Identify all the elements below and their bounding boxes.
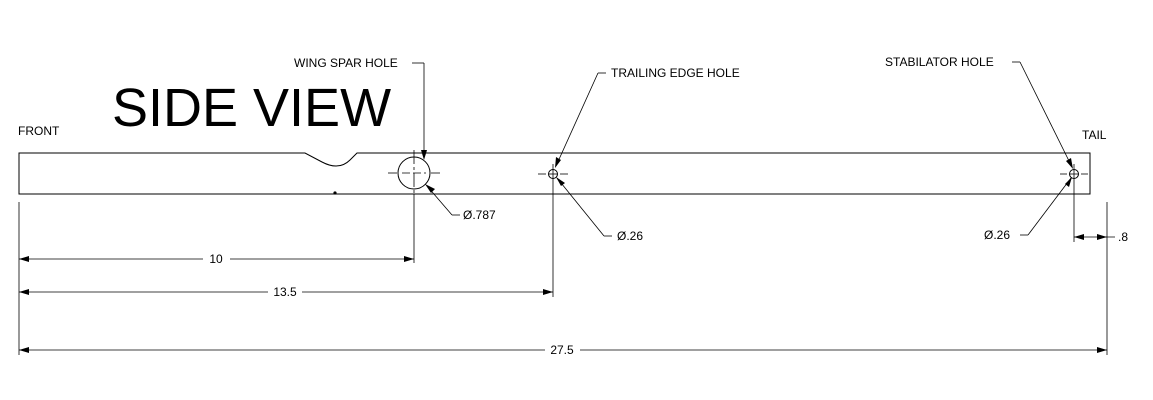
boom-outline [18,152,1091,195]
front-label: FRONT [18,124,60,138]
tail-label: TAIL [1082,128,1107,142]
wing-spar-diameter-leader [425,184,460,216]
wing-spar-diameter: Ø.787 [463,208,496,222]
trailing-edge-hole [538,164,568,184]
dimension-line-10 [19,256,414,262]
stabilator-diameter: Ø.26 [984,228,1010,242]
extension-lines [18,184,1108,355]
stabilator-leader [1012,61,1073,169]
wing-spar-hole [388,150,440,196]
dimension-27-5: 27.5 [550,343,574,357]
dimension-line-0-8 [1074,234,1115,240]
dimension-line-13-5 [19,289,553,295]
dimension-0-8: .8 [1118,230,1128,244]
boom-mark [333,191,337,195]
wing-spar-hole-label: WING SPAR HOLE [294,56,398,70]
trailing-edge-leader [555,72,606,168]
dimension-13-5: 13.5 [273,285,297,299]
trailing-edge-diameter-leader [556,177,612,237]
stabilator-diameter-leader [1020,177,1072,236]
drawing-title: SIDE VIEW [112,78,391,138]
stabilator-hole [1060,164,1088,184]
trailing-edge-diameter: Ø.26 [617,229,643,243]
dimension-line-27-5 [19,347,1107,353]
trailing-edge-hole-label: TRAILING EDGE HOLE [611,66,740,80]
wing-spar-leader [412,62,427,160]
dimension-10: 10 [209,252,223,266]
stabilator-hole-label: STABILATOR HOLE [885,55,994,69]
